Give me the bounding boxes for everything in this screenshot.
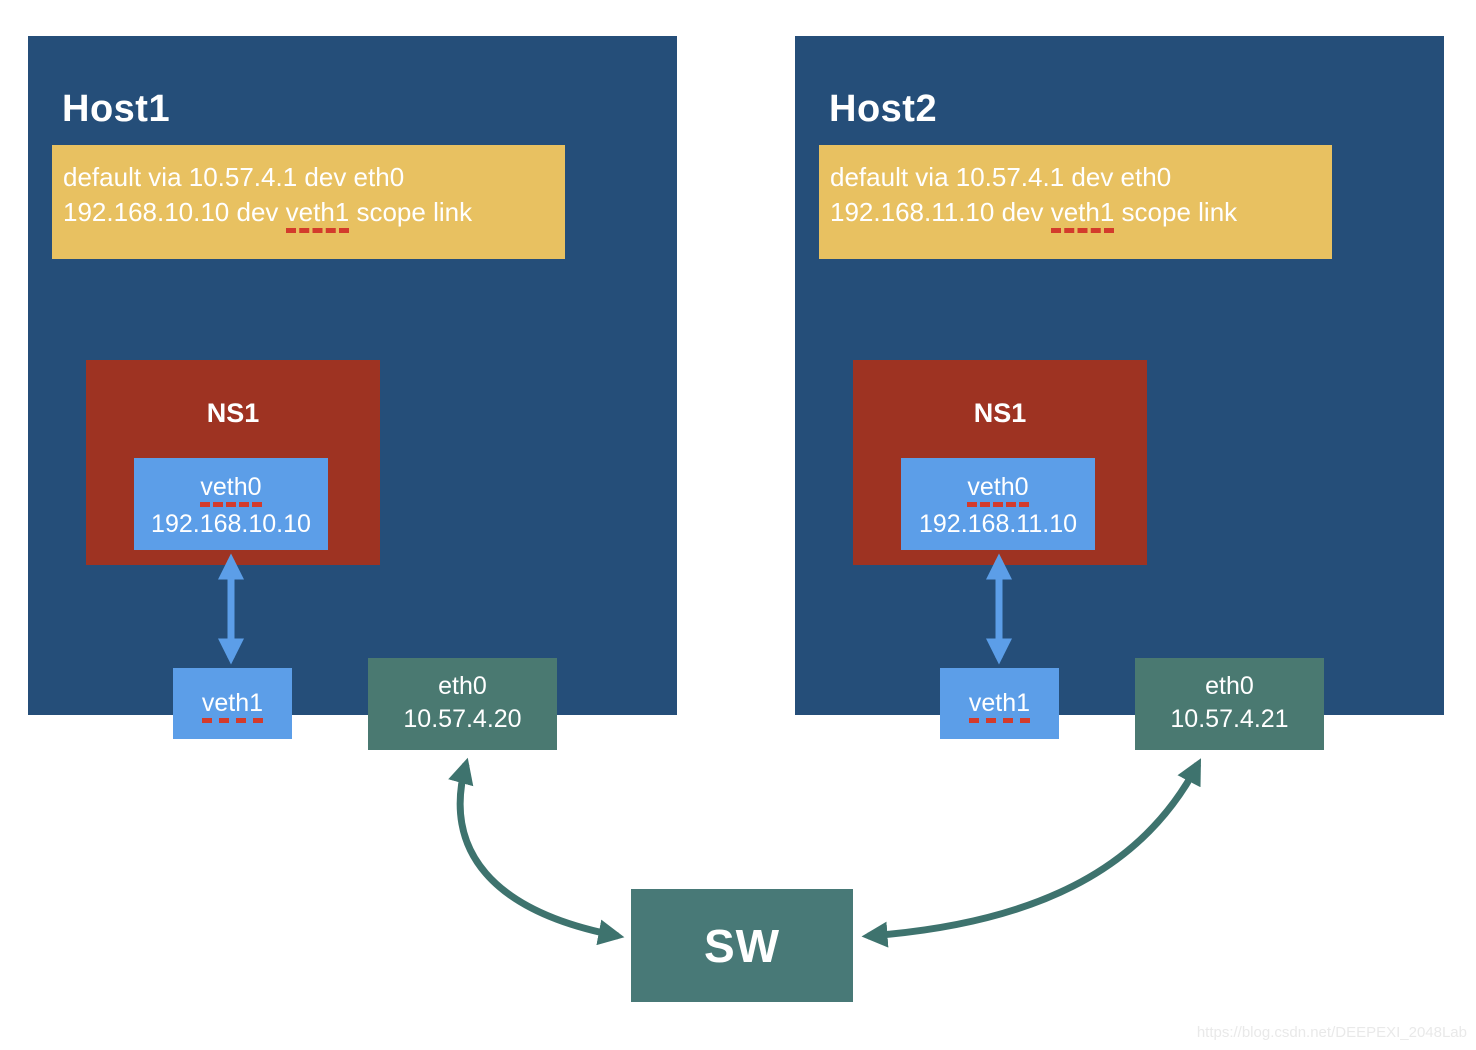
host1-veth1-box: veth1 <box>173 668 292 739</box>
host1-route-line2-prefix: 192.168.10.10 dev <box>63 197 286 227</box>
host2-veth1-label: veth1 <box>968 689 1031 723</box>
host1-eth0-label: eth0 <box>438 672 487 700</box>
host2-veth1-box: veth1 <box>940 668 1059 739</box>
host1-route-table: default via 10.57.4.1 dev eth0 192.168.1… <box>52 145 565 259</box>
host2-box: Host2 default via 10.57.4.1 dev eth0 192… <box>795 36 1444 750</box>
host1-namespace-box: NS1 veth0 192.168.10.10 <box>86 360 380 565</box>
host2-eth0-box: eth0 10.57.4.21 <box>1135 658 1324 750</box>
host2-veth0-ip: 192.168.11.10 <box>918 510 1078 538</box>
host1-eth0-box: eth0 10.57.4.20 <box>368 658 557 750</box>
host1-eth0-to-switch-arrow <box>448 757 625 946</box>
host2-route-table: default via 10.57.4.1 dev eth0 192.168.1… <box>819 145 1332 259</box>
host1-veth0-ip: 192.168.10.10 <box>151 510 311 538</box>
watermark: https://blog.csdn.net/DEEPEXI_2048Lab <box>1196 1024 1467 1041</box>
host2-title: Host2 <box>829 88 938 130</box>
host2-eth0-ip: 10.57.4.21 <box>1170 705 1289 733</box>
host1-title: Host1 <box>62 88 171 130</box>
host2-eth0-label: eth0 <box>1205 672 1254 700</box>
host2-route-line2-prefix: 192.168.11.10 dev <box>830 197 1051 227</box>
host1-route-line2-suffix: scope link <box>349 197 473 227</box>
host2-namespace-box: NS1 veth0 192.168.11.10 <box>853 360 1147 565</box>
host2-veth0-box: veth0 192.168.11.10 <box>901 458 1095 550</box>
host1-route-line2: 192.168.10.10 dev veth1 scope link <box>63 195 565 233</box>
host1-veth0-label: veth0 <box>134 471 328 507</box>
host1-namespace-label: NS1 <box>206 398 260 428</box>
host2-route-line2-suffix: scope link <box>1114 197 1238 227</box>
host2-eth0-to-switch-arrow <box>861 758 1202 948</box>
host1-route-line2-device: veth1 <box>285 197 350 233</box>
host1-veth0-box: veth0 192.168.10.10 <box>134 458 328 550</box>
switch-label: SW <box>703 919 781 972</box>
host2-route-line1: default via 10.57.4.1 dev eth0 <box>830 162 1172 192</box>
host2-namespace-label: NS1 <box>973 398 1027 428</box>
host1-route-line1: default via 10.57.4.1 dev eth0 <box>63 162 405 192</box>
host1-eth0-ip: 10.57.4.20 <box>403 705 522 733</box>
switch-box: SW <box>631 889 853 1002</box>
host2-route-line2: 192.168.11.10 dev veth1 scope link <box>830 195 1332 233</box>
host2-route-line2-device: veth1 <box>1050 197 1115 233</box>
host1-box: Host1 default via 10.57.4.1 dev eth0 192… <box>28 36 677 750</box>
host2-veth0-label: veth0 <box>901 471 1095 507</box>
host1-veth1-label: veth1 <box>201 689 264 723</box>
